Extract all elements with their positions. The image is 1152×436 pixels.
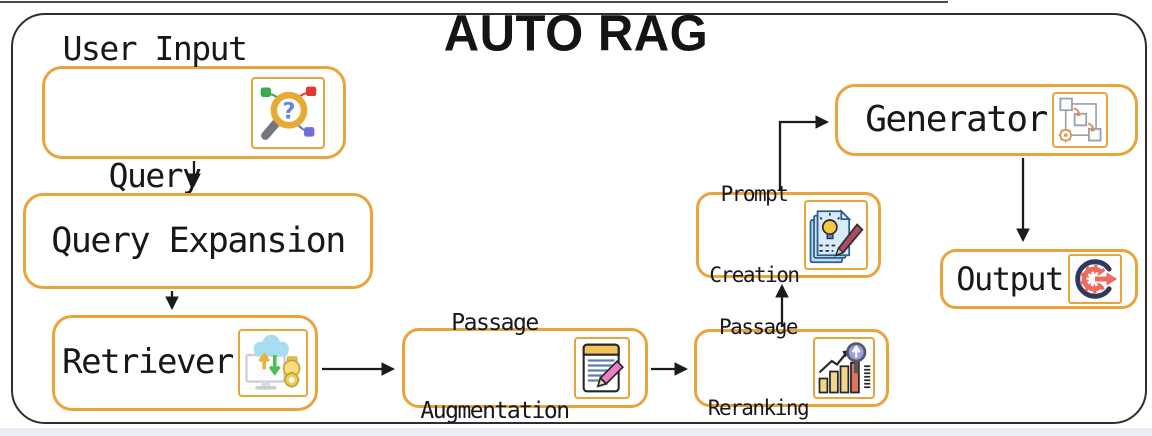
merge-arrow-glyph (1075, 259, 1117, 299)
bar-chart-magnifier-glyph (818, 342, 871, 394)
screenshot-top-edge-line (0, 1, 948, 3)
node-label: Query Expansion (51, 129, 346, 353)
search-question-icon: ? (251, 76, 326, 149)
label-line: Output (956, 259, 1064, 298)
node-label: Retriever (62, 254, 234, 436)
node-label: User Input Query (62, 0, 248, 281)
label-line: Generator (865, 98, 1048, 140)
merge-arrow-icon (1067, 254, 1122, 304)
label-line: Augmentation (420, 398, 570, 425)
label-line: Passage (451, 310, 539, 337)
node-prompt-creation: Prompt Creation (696, 182, 881, 287)
label-line: User Input (62, 29, 248, 69)
node-passage-augmentation: Passage Augmentation (402, 310, 648, 424)
notepad-pencil-icon (573, 337, 630, 399)
node-query-expansion: Query Expansion (23, 193, 373, 289)
page-bottom-strip (0, 428, 1152, 436)
search-question-glyph: ? (261, 86, 317, 140)
svg-text:?: ? (283, 98, 296, 124)
node-label: Output (956, 177, 1064, 382)
node-label: Generator (865, 5, 1048, 235)
node-passage-reranking: Passage Reranking (694, 315, 889, 420)
label-line: Query (108, 155, 202, 195)
label-line: Passage (718, 315, 799, 340)
flowchart-gear-glyph (1058, 97, 1102, 143)
flowchart-gear-icon (1051, 92, 1108, 148)
node-label: Passage Reranking (707, 261, 810, 436)
label-line: Query Expansion (51, 220, 346, 261)
node-retriever: Retriever (52, 315, 318, 411)
label-line: Creation (709, 262, 800, 287)
bar-chart-magnifier-icon (813, 337, 876, 399)
notepad-pencil-glyph (582, 343, 624, 393)
node-label: Prompt Creation (709, 128, 800, 343)
document-bulb-pencil-icon (803, 200, 868, 270)
node-user-input-query: User Input Query ? (42, 29, 346, 195)
label-line: Reranking (707, 395, 810, 420)
diagram-title: AUTO RAG (443, 5, 709, 63)
label-line: Prompt (720, 182, 789, 207)
node-label: Passage Augmentation (420, 250, 570, 436)
document-bulb-pencil-glyph (809, 209, 864, 264)
label-line: Retriever (62, 342, 234, 383)
node-generator: Generator (835, 84, 1138, 156)
node-output: Output (940, 249, 1138, 309)
cloud-retrieval-glyph (245, 334, 301, 390)
cloud-retrieval-icon (237, 329, 308, 397)
